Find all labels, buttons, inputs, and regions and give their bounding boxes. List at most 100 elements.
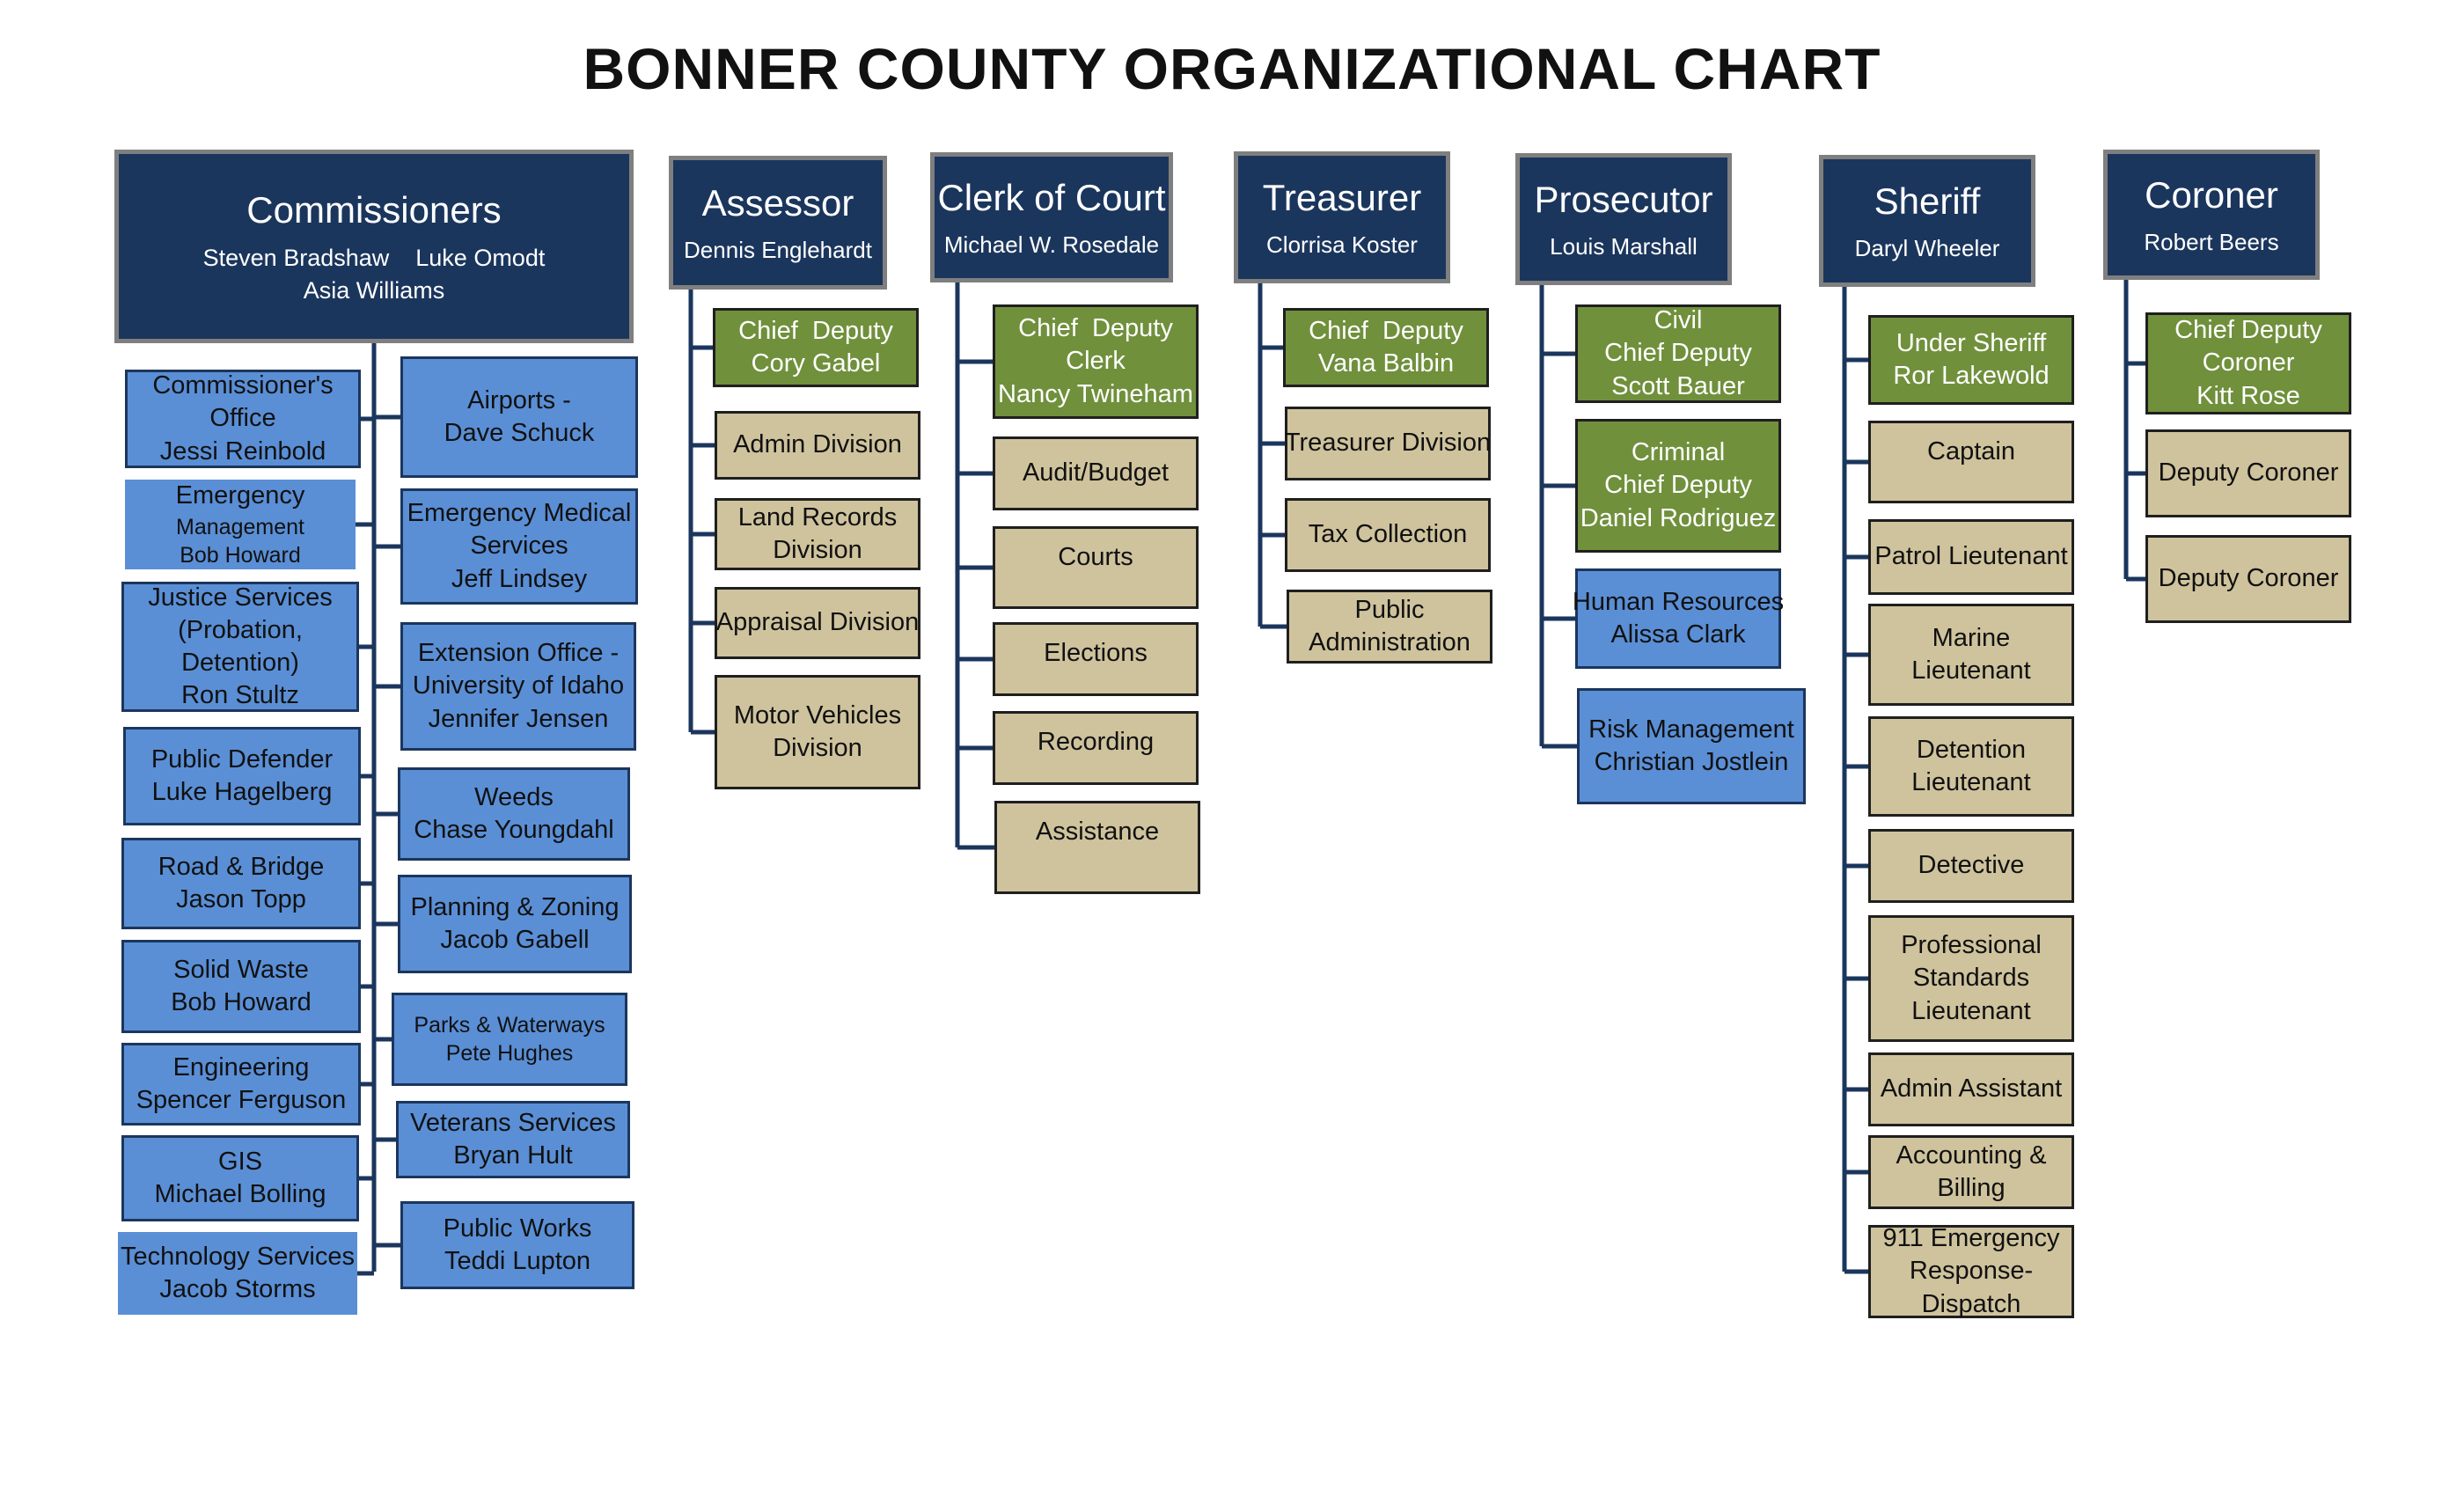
box-text-line: Public: [1354, 595, 1425, 624]
commissioners-member-line: Asia Williams: [303, 276, 445, 304]
box-text-line: Courts: [1058, 543, 1133, 571]
coroner-child-deputy-coroner: Deputy Coroner: [2145, 535, 2351, 623]
box-text-line: Services: [470, 532, 568, 561]
box-text-line: Clerk: [1066, 347, 1126, 376]
page-title: BONNER COUNTY ORGANIZATIONAL CHART: [583, 36, 1881, 101]
box-text-line: Justice Services: [148, 583, 333, 612]
commissioners-member-line: Steven Bradshaw Luke Omodt: [202, 245, 546, 272]
box-text-line: Division: [773, 734, 862, 762]
commissioner-dept-justice-services: Justice Services(Probation,Detention)Ron…: [121, 582, 359, 712]
box-text-line: Nancy Twineham: [998, 379, 1193, 408]
box-text-line: Veterans Services: [410, 1108, 616, 1137]
box-text-line: Human Resources: [1572, 587, 1785, 616]
box-text-line: Chief Deputy: [1309, 316, 1463, 345]
sheriff-child-accounting-billing: Accounting & Billing: [1868, 1135, 2074, 1209]
treasurer-child-tax-collection: Tax Collection: [1285, 498, 1491, 572]
sheriff-child-captain: Captain: [1868, 421, 2074, 503]
box-text-line: Accounting &: [1896, 1140, 2047, 1170]
clerk-child-recording: Recording: [993, 711, 1199, 785]
box-text-line: Jacob Gabell: [440, 926, 590, 954]
box-text-line: Jacob Storms: [159, 1275, 316, 1303]
box-text-line: Dave Schuck: [444, 419, 595, 447]
box-text-line: Chief Deputy: [1018, 314, 1173, 343]
box-text-line: Kitt Rose: [2196, 381, 2300, 410]
coroner-title: Coroner: [2145, 174, 2278, 216]
box-text-line: Parks & Waterways: [414, 1013, 605, 1038]
box-text-line: Criminal: [1631, 438, 1726, 467]
box-text-line: Deputy Coroner: [2158, 564, 2339, 593]
box-text-line: Ror Lakewold: [1893, 362, 2050, 390]
box-text-line: Lieutenant: [1911, 656, 2031, 685]
box-text-line: Jeff Lindsey: [451, 564, 588, 593]
box-text-line: Bryan Hult: [453, 1141, 573, 1170]
box-text-line: Lieutenant: [1911, 996, 2031, 1025]
box-text-line: Emergency Medical: [407, 499, 632, 528]
box-text-line: Cory Gabel: [751, 349, 881, 378]
box-text-line: Bob Howard: [171, 988, 312, 1016]
prosecutor-official: Louis Marshall: [1550, 233, 1698, 260]
box-text-line: Captain: [1927, 437, 2015, 466]
box-text-line: Engineering: [172, 1052, 310, 1082]
box-text-line: Division: [773, 536, 862, 564]
box-text-line: Civil: [1654, 306, 1703, 335]
box-text-line: Chief Deputy: [738, 316, 893, 345]
box-text-line: 911 Emergency: [1882, 1224, 2060, 1253]
prosecutor-title: Prosecutor: [1534, 179, 1713, 221]
box-text-line: Office: [209, 404, 276, 433]
box-text-line: Coroner: [2202, 348, 2295, 378]
box-text-line: Teddi Lupton: [444, 1247, 591, 1275]
box-text-line: Admin Division: [733, 430, 902, 459]
box-text-line: Tax Collection: [1308, 520, 1468, 549]
box-text-line: Extension Office -: [417, 639, 620, 668]
commissioner-dept-airports: Airports - Dave Schuck: [400, 356, 638, 478]
sheriff-child-patrol-lieutenant: Patrol Lieutenant: [1868, 519, 2074, 595]
box-text-line: Vana Balbin: [1317, 349, 1455, 378]
box-text-line: Detention): [181, 649, 299, 677]
box-text-line: Detention: [1916, 735, 2027, 764]
box-text-line: Professional: [1901, 931, 2042, 960]
box-text-line: Solid Waste: [173, 955, 309, 984]
box-text-line: Spencer Ferguson: [136, 1086, 347, 1114]
box-text-line: Airports -: [467, 385, 571, 414]
clerk-title: Clerk of Court: [937, 177, 1166, 219]
box-text-line: Treasurer Division: [1284, 429, 1492, 458]
box-text-line: Billing: [1937, 1174, 2006, 1202]
box-text-line: Road & Bridge: [158, 852, 325, 881]
clerk-child-assistance: Assistance: [994, 801, 1200, 894]
clerk-child-elections: Elections: [993, 622, 1199, 696]
clerk-child-audit-budget: Audit/Budget: [993, 436, 1199, 510]
coroner-child-deputy-coroner: Deputy Coroner: [2145, 429, 2351, 517]
box-text-line: Chase Youngdahl: [414, 816, 614, 844]
assessor-title: Assessor: [701, 182, 854, 224]
box-text-line: Chief Deputy: [1604, 339, 1752, 368]
box-text-line: Under Sheriff: [1896, 328, 2047, 357]
box-text-line: Marine: [1932, 623, 2011, 652]
box-text-line: Technology Services: [121, 1242, 355, 1271]
box-text-line: Pete Hughes: [445, 1041, 574, 1066]
